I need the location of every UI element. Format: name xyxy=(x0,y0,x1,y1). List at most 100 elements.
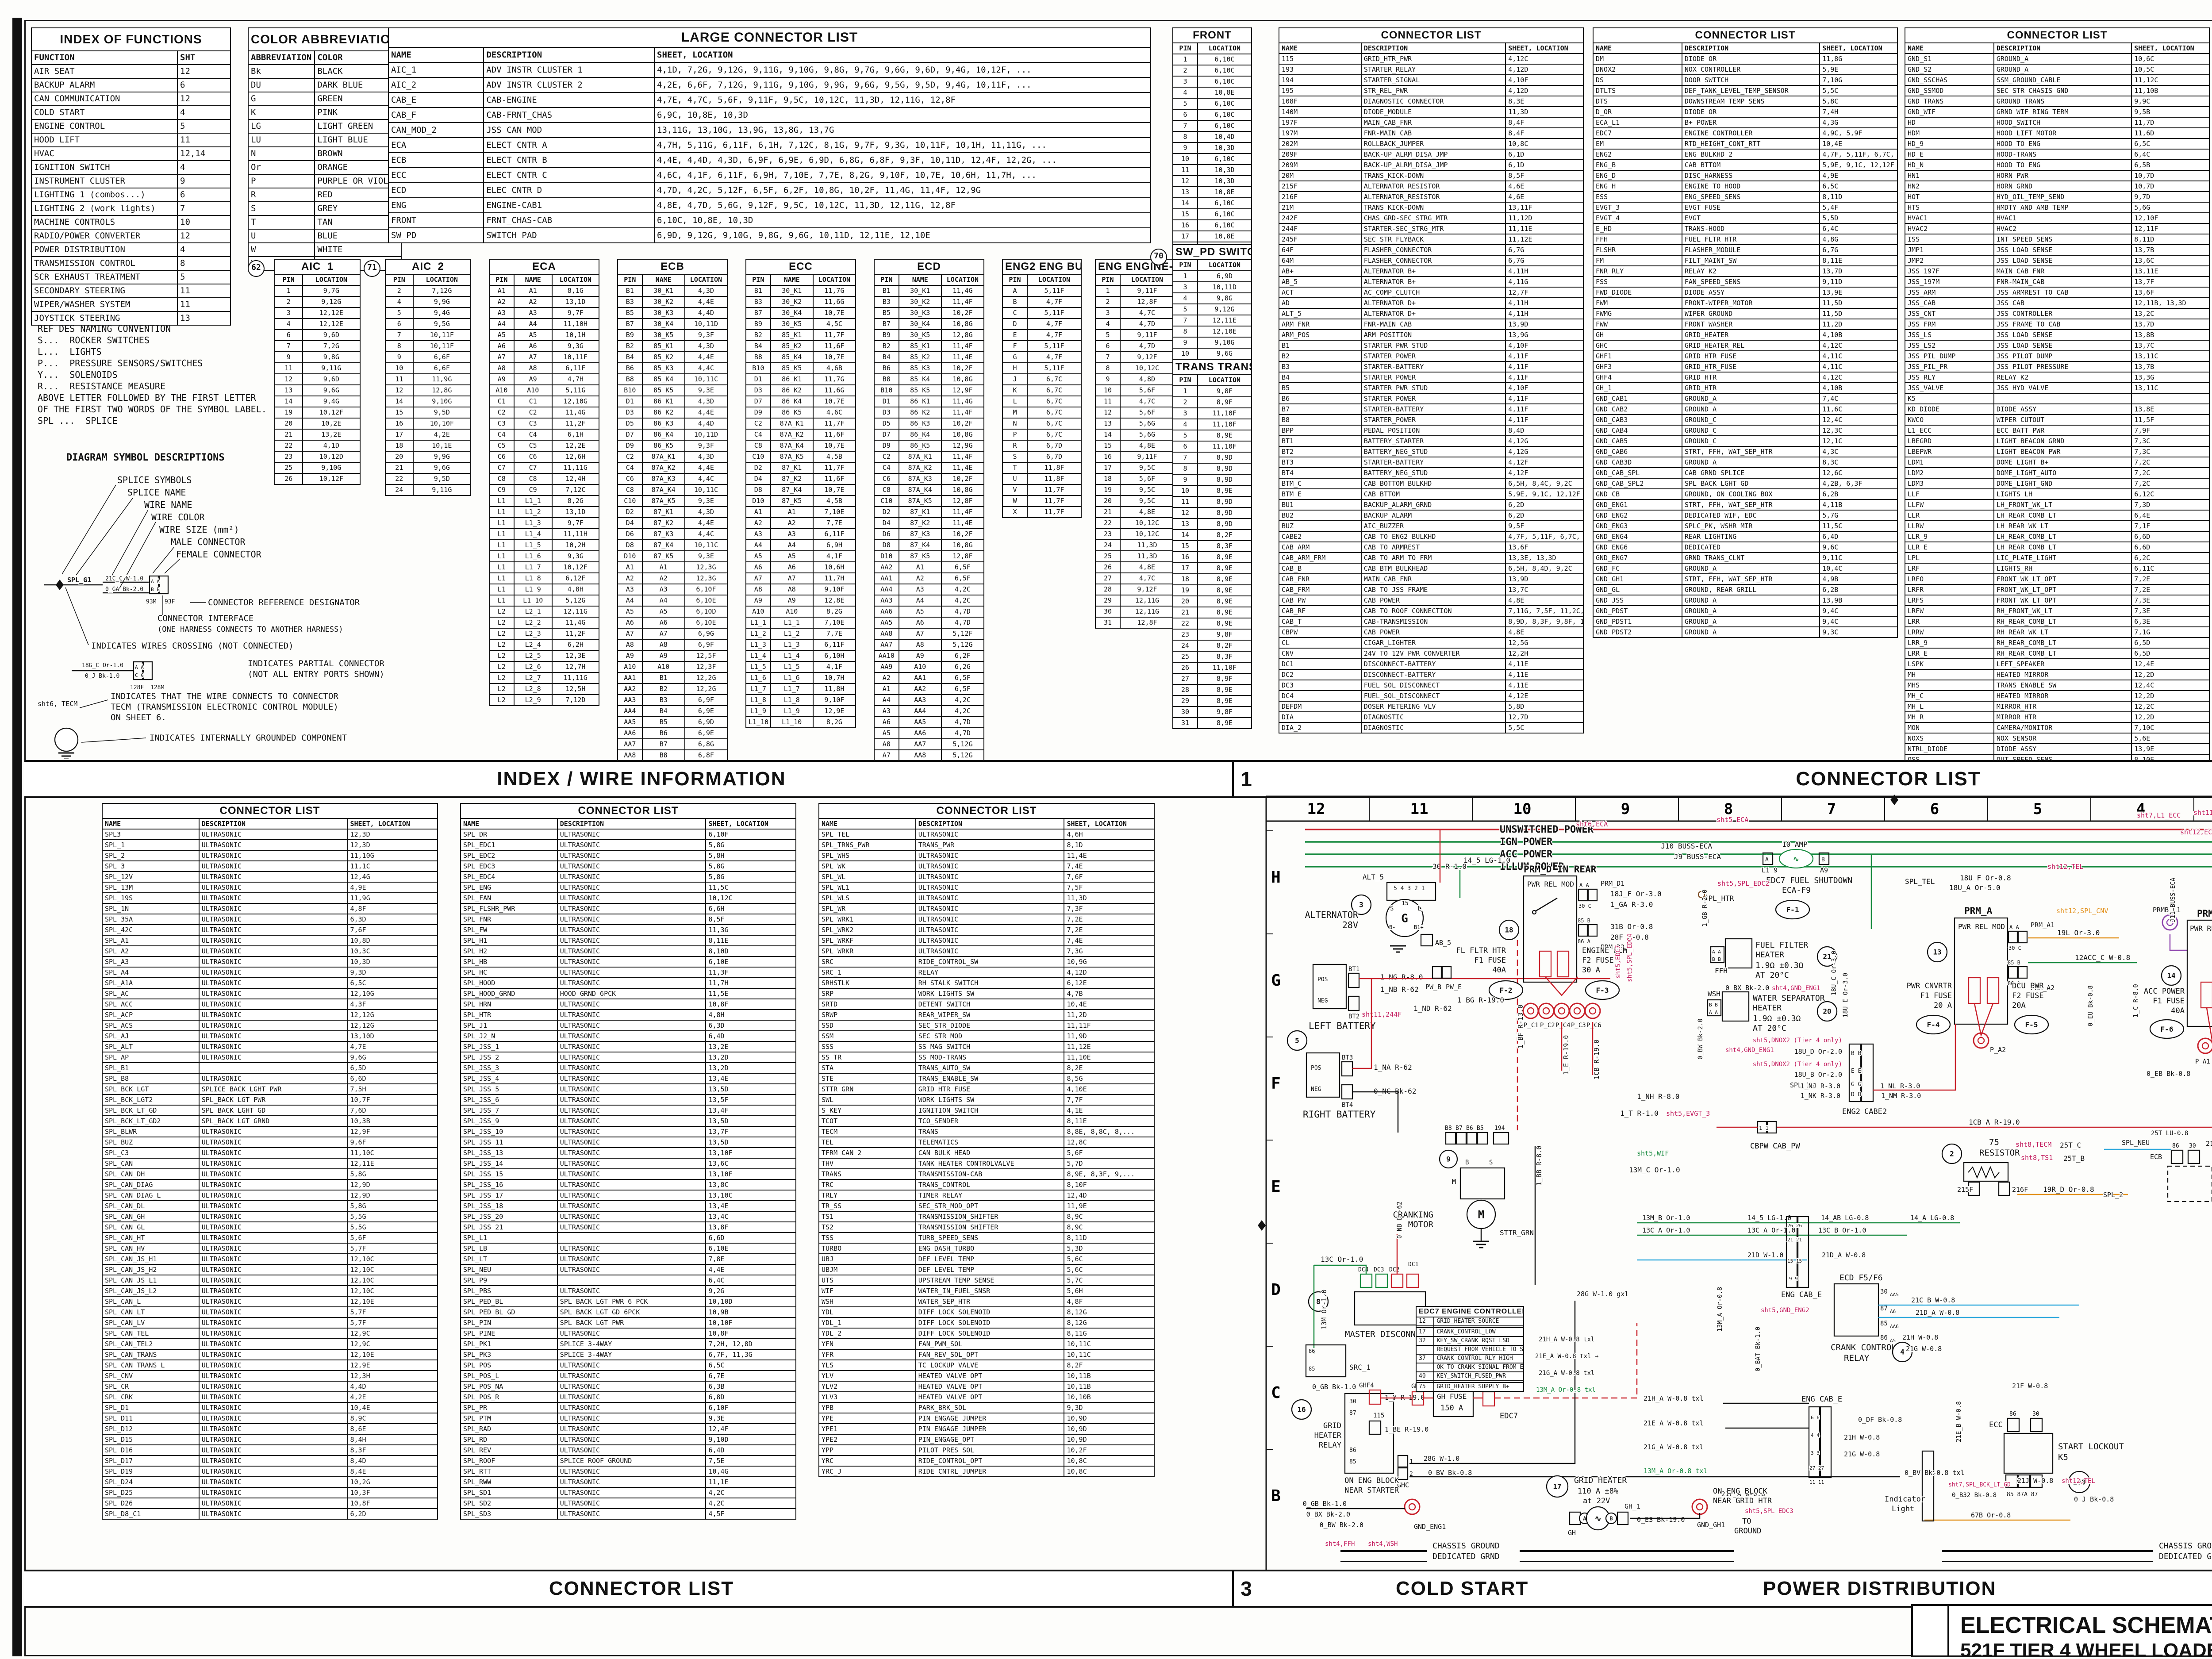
svg-text:30 C: 30 C xyxy=(2008,945,2021,951)
svg-text:sht12,TEL: sht12,TEL xyxy=(2062,1478,2095,1485)
title-block: SIDE 1 ELECTRICAL SCHEMATIC 521F TIER 4 … xyxy=(1911,1604,2212,1659)
table-cell: OK TO CRANK SIGNAL FROM EDC xyxy=(1433,1363,1524,1372)
table-cell: 22 xyxy=(274,440,303,452)
svg-text:13M_C Or-1.0: 13M_C Or-1.0 xyxy=(1629,1166,1680,1174)
svg-text:1CB_A R-19.0: 1CB_A R-19.0 xyxy=(1969,1118,2020,1126)
svg-text:sht5,EVGT_3: sht5,EVGT_3 xyxy=(1666,1110,1710,1118)
svg-text:RESISTOR: RESISTOR xyxy=(1979,1148,2020,1158)
grid-row-label: F xyxy=(1271,1075,1281,1093)
svg-text:GND_GH1: GND_GH1 xyxy=(1697,1521,1725,1529)
svg-text:sht5,SPL_EDC4: sht5,SPL_EDC4 xyxy=(1626,933,1633,982)
svg-text:PRM_A: PRM_A xyxy=(1964,906,1993,916)
svg-text:ON ENG BLOCK: ON ENG BLOCK xyxy=(1344,1476,1399,1485)
svg-text:sht5,WIF: sht5,WIF xyxy=(1637,1149,1669,1157)
svg-text:EDC7 FUEL SHUTDOWN: EDC7 FUEL SHUTDOWN xyxy=(1766,876,1852,885)
svg-text:FFH: FFH xyxy=(1715,967,1728,975)
svg-text:30 A: 30 A xyxy=(1582,966,1600,975)
ref-circle-71: 71 xyxy=(364,260,380,277)
schematic-drawing: 121110987654321HGFEDCBUNSWITCHED POWERUN… xyxy=(1258,795,2212,1570)
svg-text:1_T R-1.0: 1_T R-1.0 xyxy=(1620,1109,1659,1118)
svg-text:B B: B B xyxy=(1709,1002,1718,1008)
svg-text:17: 17 xyxy=(1553,1482,1561,1491)
svg-text:E E: E E xyxy=(1851,1068,1861,1075)
table-cell: A5 xyxy=(513,329,553,341)
table-cell: 6,6F xyxy=(412,362,472,374)
column-header: LOCATION xyxy=(302,274,361,286)
cold-start-label: COLD START xyxy=(1396,1578,1529,1599)
svg-text:PW_E: PW_E xyxy=(1446,983,1462,991)
grid-col-label: 6 xyxy=(1930,800,1939,818)
table-cell: 10,2E xyxy=(302,418,361,430)
table-cell: TRANSMISSION CONTROL xyxy=(31,256,178,271)
table-title: AIC_1 xyxy=(274,259,361,275)
table-cell: 8 xyxy=(385,340,414,352)
svg-text:ECA-F9: ECA-F9 xyxy=(1782,886,1811,895)
table-cell: 9,6D xyxy=(302,329,361,341)
table-cell: 12,2E xyxy=(551,440,600,452)
column-header: FUNCTION xyxy=(31,50,178,65)
table-cell: 7 xyxy=(385,329,414,341)
svg-text:POS: POS xyxy=(1311,1065,1321,1071)
svg-text:AA6: AA6 xyxy=(1890,1324,1899,1329)
svg-text:21J W-0.8: 21J W-0.8 xyxy=(2017,1477,2053,1485)
table-cell: 21 xyxy=(274,429,303,441)
svg-text:30: 30 xyxy=(1880,1288,1888,1295)
svg-text:S: S xyxy=(1390,905,1394,912)
power-distribution-label: POWER DISTRIBUTION xyxy=(1763,1578,1997,1599)
table-cell: A3 xyxy=(489,307,515,319)
svg-text:0_BAT Bk-1.0: 0_BAT Bk-1.0 xyxy=(1755,1327,1762,1371)
svg-text:B B: B B xyxy=(1851,1050,1862,1057)
svg-text:1.9Ω ±0.3Ω: 1.9Ω ±0.3Ω xyxy=(1755,961,1804,970)
svg-text:21G_A W-0.8 txl: 21G_A W-0.8 txl xyxy=(1539,1370,1594,1377)
column-header: NAME xyxy=(513,274,553,286)
table-cell: 11,9G xyxy=(412,373,472,385)
svg-text:25T_C: 25T_C xyxy=(2060,1141,2081,1149)
svg-text:STTR_GRN: STTR_GRN xyxy=(1500,1229,1534,1237)
svg-text:RIGHT BATTERY: RIGHT BATTERY xyxy=(1303,1109,1376,1120)
table-cell: C8 xyxy=(513,473,553,485)
table-cell: GRID_HEATER SUPPLY B+ xyxy=(1433,1382,1524,1392)
table-cell: PURPLE OR VIOLET xyxy=(314,174,402,188)
svg-text:1: 1 xyxy=(1409,1459,1413,1465)
table-cell: REQUEST FROM VEHICLE TO START xyxy=(1433,1345,1524,1355)
svg-text:4: 4 xyxy=(1900,1348,1905,1356)
table-cell: SECONDARY STEERING xyxy=(31,284,178,298)
table-cell: 12 xyxy=(1415,1317,1435,1326)
svg-text:sht5 ECA: sht5 ECA xyxy=(1717,816,1748,824)
table-cell: A6 xyxy=(513,340,553,352)
table-cell: 12 xyxy=(177,92,231,106)
grid-col-label: 7 xyxy=(1827,800,1836,818)
svg-text:sht5,DNOX2 (Tier 4 only): sht5,DNOX2 (Tier 4 only) xyxy=(1753,1037,1842,1044)
column-header: COLOR xyxy=(314,50,402,65)
svg-text:1_NG R-8.0: 1_NG R-8.0 xyxy=(1380,973,1423,981)
svg-text:18U_E Or-3.0: 18U_E Or-3.0 xyxy=(1842,973,1849,1018)
svg-text:21H_A W-0.8 txl: 21H_A W-0.8 txl xyxy=(1644,1394,1703,1402)
svg-text:B7: B7 xyxy=(1455,1125,1463,1132)
svg-text:18J_F Or-3.0: 18J_F Or-3.0 xyxy=(1610,890,1662,898)
table-cell: DU xyxy=(247,78,315,92)
table-cell: 12,6H xyxy=(551,451,600,463)
table-cell: 2 xyxy=(274,296,303,308)
svg-text:21E_B W-0.8: 21E_B W-0.8 xyxy=(1955,1401,1962,1442)
svg-text:1_BG R-19.0: 1_BG R-19.0 xyxy=(1457,996,1504,1004)
svg-text:F2 FUSE: F2 FUSE xyxy=(1582,956,1614,965)
table-cell: GRID_HEATER_SOURCE xyxy=(1433,1317,1524,1326)
table-cell: 8,1G xyxy=(551,285,600,297)
table-title: COLOR ABBREVIATIONS xyxy=(248,27,402,51)
table-cell: 24 xyxy=(385,484,414,496)
svg-text:28V: 28V xyxy=(1342,920,1358,930)
svg-text:NEAR STARTER: NEAR STARTER xyxy=(1344,1486,1399,1495)
svg-text:21H W-0.8: 21H W-0.8 xyxy=(1844,1433,1880,1441)
svg-text:0_BX Bk-2.0: 0_BX Bk-2.0 xyxy=(1725,984,1769,992)
table-cell: 4,1D xyxy=(302,440,361,452)
